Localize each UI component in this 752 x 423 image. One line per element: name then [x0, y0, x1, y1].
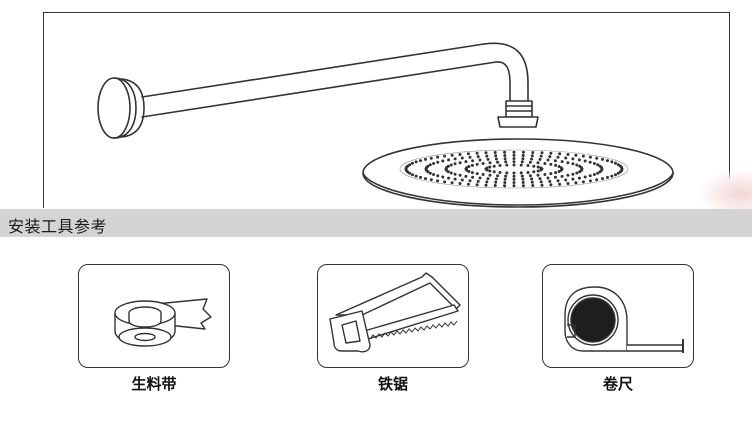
tool-card-tape-measure	[542, 264, 694, 368]
tool-label-hacksaw: 铁锯	[377, 375, 408, 393]
section-header-bar: 安装工具参考	[0, 209, 752, 237]
tool-label-tape-measure: 卷尺	[602, 375, 633, 393]
shower-head-icon	[97, 42, 674, 208]
tape-measure-icon	[564, 286, 684, 353]
decorative-glow	[700, 170, 752, 210]
ptfe-tape-icon	[114, 298, 212, 347]
tool-card-hacksaw	[317, 264, 469, 368]
tool-card-ptfe-tape	[78, 264, 230, 368]
section-title: 安装工具参考	[8, 217, 108, 236]
shower-illustration-frame	[43, 12, 730, 208]
hacksaw-icon	[329, 272, 461, 353]
tool-label-ptfe-tape: 生料带	[131, 375, 177, 393]
